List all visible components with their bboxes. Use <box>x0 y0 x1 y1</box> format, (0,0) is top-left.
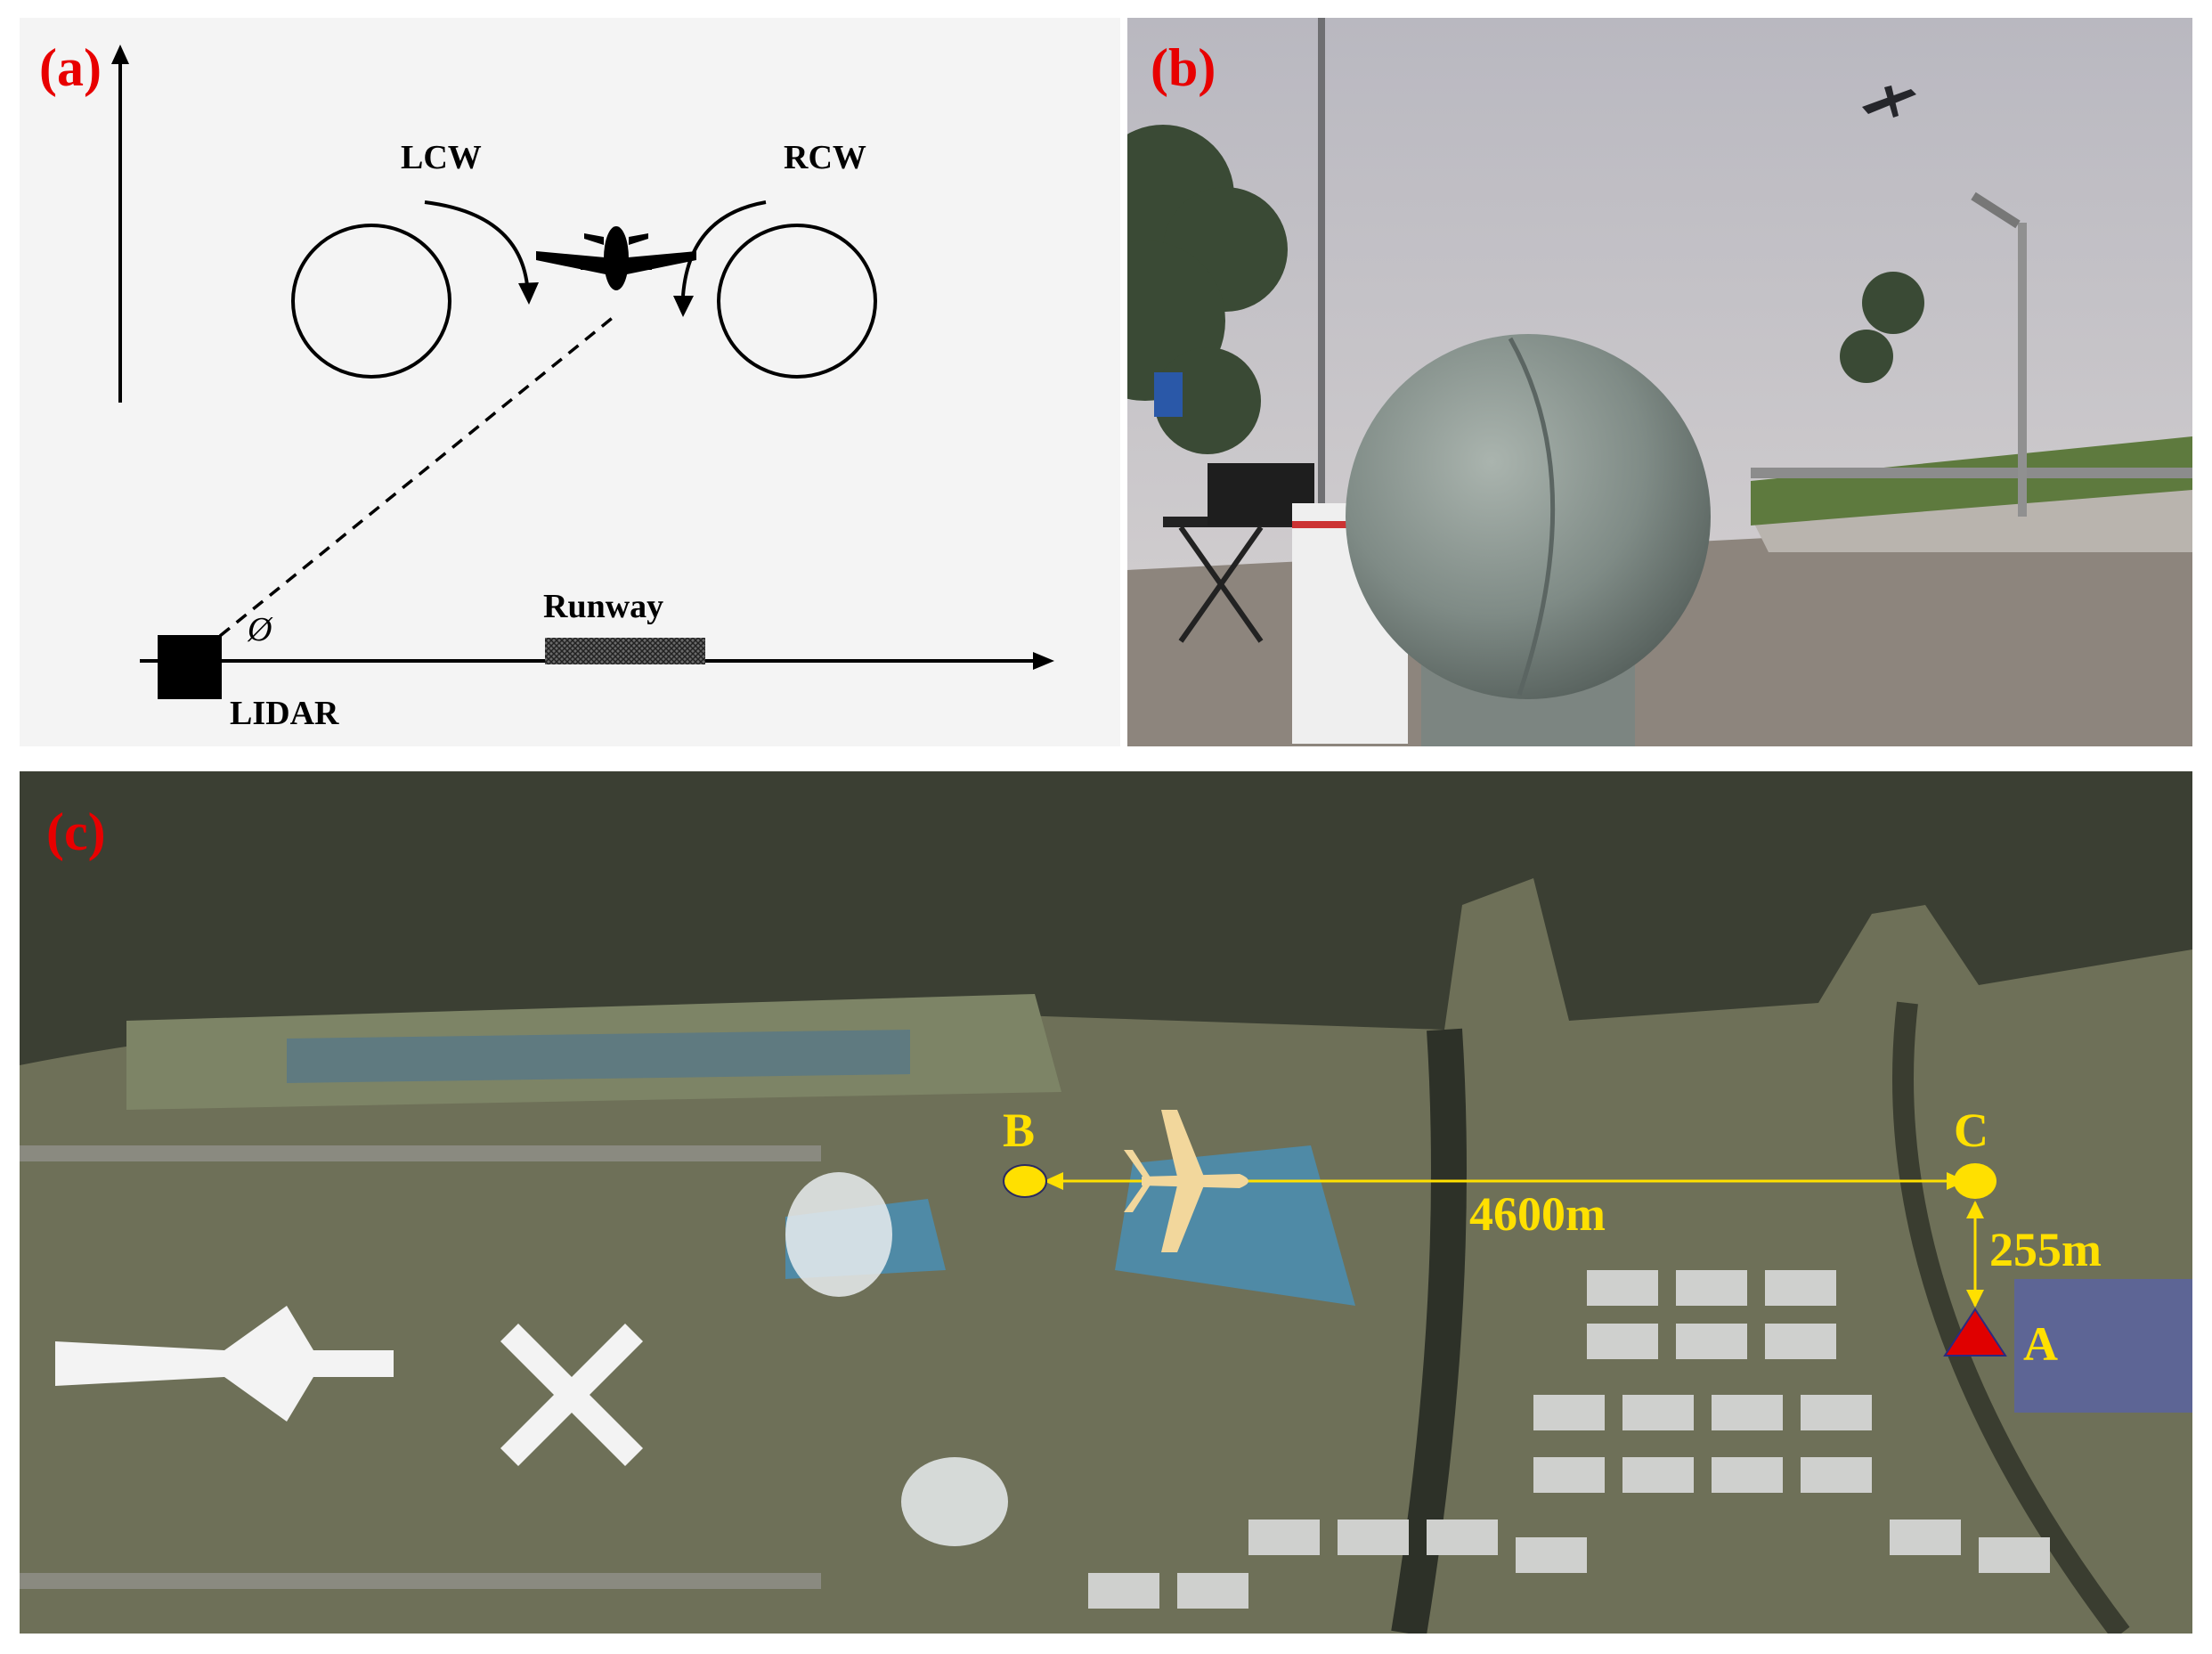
satellite-image <box>20 771 2192 1634</box>
point-a-label: A <box>2023 1317 2058 1371</box>
panel-c-tag: (c) <box>46 803 106 861</box>
lcw-label: LCW <box>401 139 482 176</box>
city-blocks <box>1088 1270 2050 1609</box>
point-c-label: C <box>1954 1104 1988 1157</box>
left-vortex-arrow <box>424 200 529 286</box>
marker-a <box>1943 1308 2007 1357</box>
angle-symbol: Ø <box>248 611 272 648</box>
left-vortex-circle <box>291 224 451 379</box>
lidar-photo <box>1127 18 2192 746</box>
right-vortex-circle <box>717 224 877 379</box>
panel-b-photo: (b) <box>1127 18 2192 746</box>
aircraft-silhouette <box>1862 86 1916 118</box>
panel-a-tag: (a) <box>39 38 102 97</box>
aircraft-map-icon <box>1124 1110 1248 1252</box>
point-b-label: B <box>1003 1104 1036 1157</box>
distance-ca-label: 255m <box>1989 1223 2102 1276</box>
lidar-sphere <box>1346 334 1711 699</box>
schematic-drawing <box>111 45 1054 699</box>
rcw-label: RCW <box>784 139 866 176</box>
runway-label: Runway <box>543 588 664 625</box>
marker-b <box>1003 1164 1047 1198</box>
lidar-label: LIDAR <box>230 695 339 732</box>
distance-bc-label: 4600m <box>1469 1187 1606 1241</box>
aircraft-icon <box>536 226 696 290</box>
panel-c-satellite-map: (c) B C A 4600m 255m <box>20 771 2192 1634</box>
right-vortex-arrow <box>681 200 767 297</box>
marker-c <box>1954 1163 1996 1199</box>
panel-a-schematic: (a) LCW RCW Ø Runway LIDAR <box>20 18 1120 746</box>
runway-bar <box>545 638 705 664</box>
trees <box>1127 125 1924 454</box>
panel-b-tag: (b) <box>1151 38 1216 97</box>
lidar-box <box>158 635 222 699</box>
